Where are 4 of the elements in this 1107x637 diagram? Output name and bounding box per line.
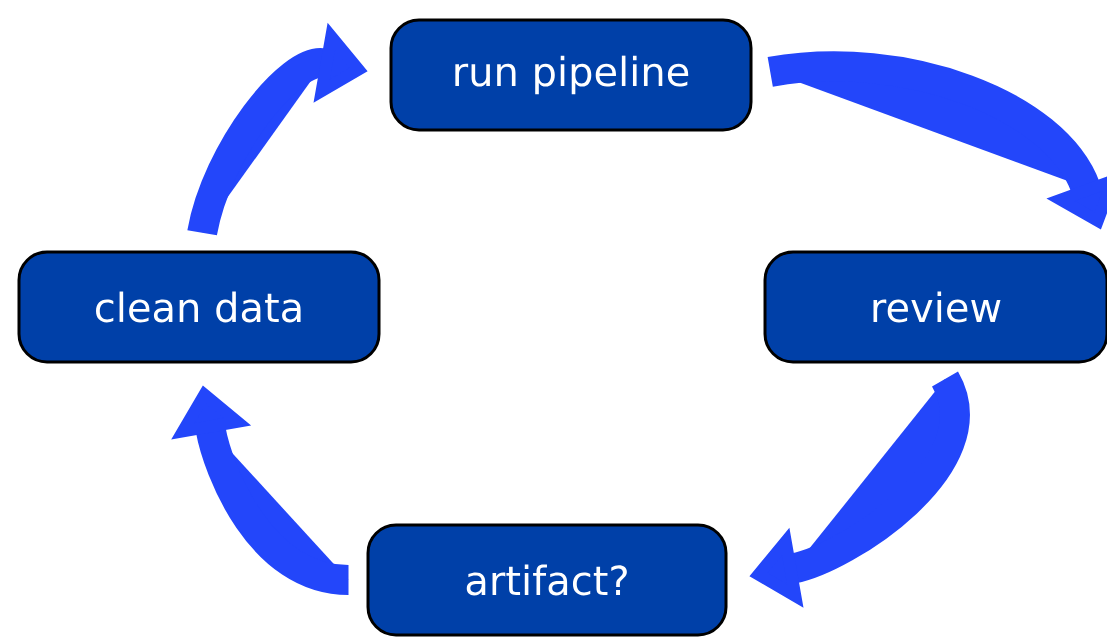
process-box: artifact?	[366, 523, 728, 637]
process-box: clean data	[17, 250, 381, 364]
process-box: run pipeline	[389, 18, 753, 132]
process-box: review	[763, 250, 1107, 364]
